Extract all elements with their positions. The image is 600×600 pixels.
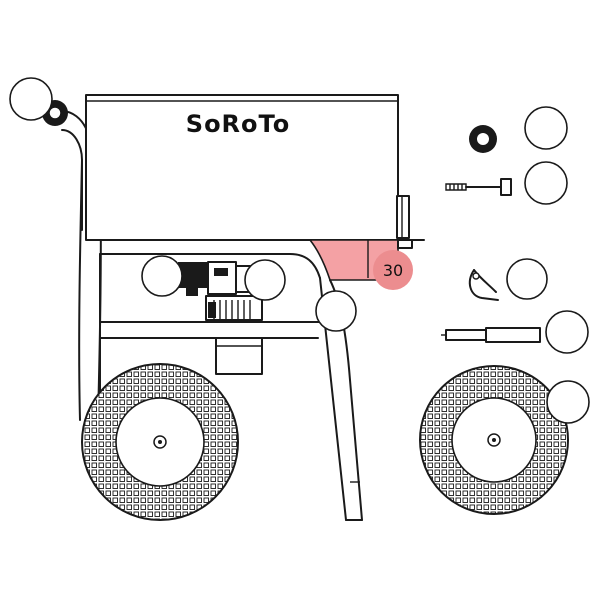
motor-assembly <box>178 261 263 321</box>
callout-circle-nut <box>524 106 568 150</box>
callout-circle-leg <box>315 290 357 332</box>
highlighted-part-30: 30 <box>308 239 413 290</box>
right-wheel <box>419 365 569 515</box>
callout-circles <box>9 77 590 424</box>
callout-circle-axle <box>545 310 589 354</box>
hitch-pin-clip <box>468 269 499 301</box>
callout-circle-motor-right <box>244 259 286 301</box>
drum-bracket <box>396 195 410 239</box>
mixing-drum: SoRoTo <box>85 94 399 241</box>
brand-logo: SoRoTo <box>186 110 290 138</box>
part-number-30-label: 30 <box>383 261 403 280</box>
left-wheel <box>81 363 239 521</box>
gearbox-housing <box>215 337 263 375</box>
callout-circle-clip <box>506 258 548 300</box>
axle-pin <box>441 327 541 343</box>
bolt-part <box>445 178 512 196</box>
callout-circle-handle <box>9 77 53 121</box>
callout-circle-wheel <box>546 380 590 424</box>
callout-circle-bolt <box>524 161 568 205</box>
callout-circle-motor-left <box>141 255 183 297</box>
nut-part <box>469 125 497 153</box>
